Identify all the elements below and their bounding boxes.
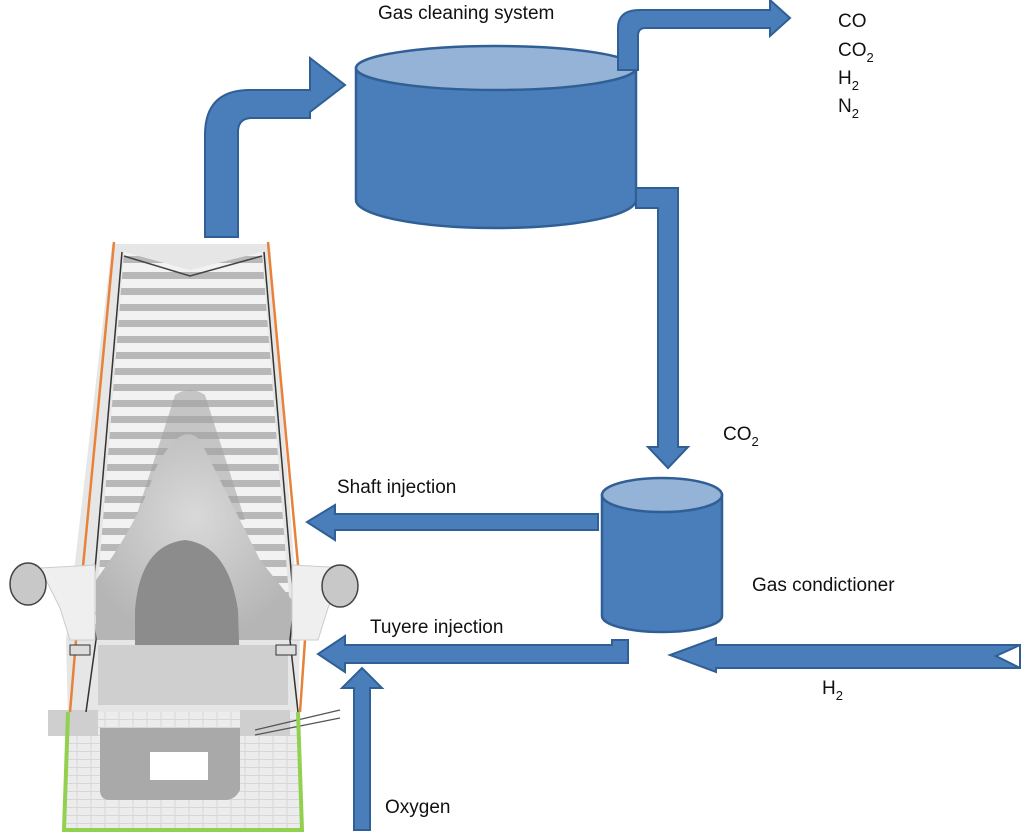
oxygen-label: Oxygen [385, 797, 450, 818]
outlet-gas-co: CO [838, 11, 867, 32]
tuyere-injection-label: Tuyere injection [370, 617, 503, 638]
furnace-burden-top [123, 255, 263, 277]
tuyere-right [275, 644, 297, 656]
furnace-core [135, 540, 240, 672]
recycle-pipe-arrow [635, 187, 691, 470]
bustle-pipe-left-housing [39, 564, 96, 641]
furnace-bosh [98, 645, 288, 705]
oxygen-input-arrow [339, 666, 385, 831]
outlet-gas-list: CO CO2 H2 N2 [838, 11, 874, 121]
hearth-base-outline [61, 711, 305, 832]
gas-cleaning-tank [354, 44, 638, 230]
shaft-injection-label: Shaft injection [337, 477, 456, 498]
bustle-pipe-right [321, 564, 359, 608]
bustle-pipe-left [9, 562, 47, 606]
outlet-gas-n2: N2 [838, 96, 859, 121]
tuyere-injection-arrow [316, 634, 629, 674]
top-gas-arrow [204, 55, 347, 238]
tuyere-left [69, 644, 91, 656]
gas-cleaning-label: Gas cleaning system [378, 3, 554, 24]
blast-furnace [9, 241, 359, 832]
outlet-gas-h2: H2 [838, 68, 859, 93]
gas-conditioner-tank [600, 476, 724, 634]
shaft-injection-arrow [305, 503, 599, 542]
co2-removed-label: CO2 [723, 424, 759, 449]
gas-conditioner-label: Gas condictioner [752, 575, 895, 596]
clean-gas-outlet-arrow [617, 0, 792, 71]
left-taphole-block [48, 710, 98, 736]
right-taphole-block [240, 710, 290, 736]
hydrogen-input-arrow [667, 636, 1021, 674]
hydrogen-label: H2 [822, 678, 843, 703]
taphole-window [150, 752, 208, 780]
outlet-gas-co2: CO2 [838, 40, 874, 65]
